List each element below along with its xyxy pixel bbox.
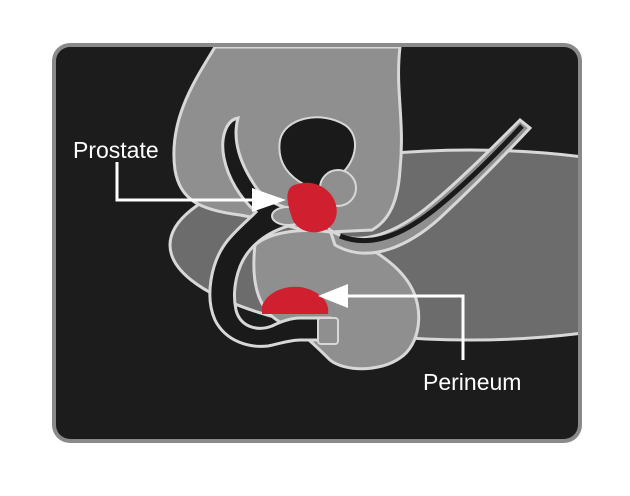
- perineum-pointer-arrow: [318, 284, 348, 308]
- perineum-label: Perineum: [423, 369, 521, 395]
- prostate-highlight: [287, 182, 337, 233]
- prostate-pointer-line: [115, 162, 252, 202]
- prostate-pointer-arrow: [252, 188, 286, 212]
- urethra-line: [339, 124, 524, 243]
- device-base: [317, 317, 339, 345]
- prostate-label: Prostate: [73, 137, 159, 163]
- perineum-pointer-line: [345, 294, 465, 360]
- perineum-highlight: [262, 286, 329, 314]
